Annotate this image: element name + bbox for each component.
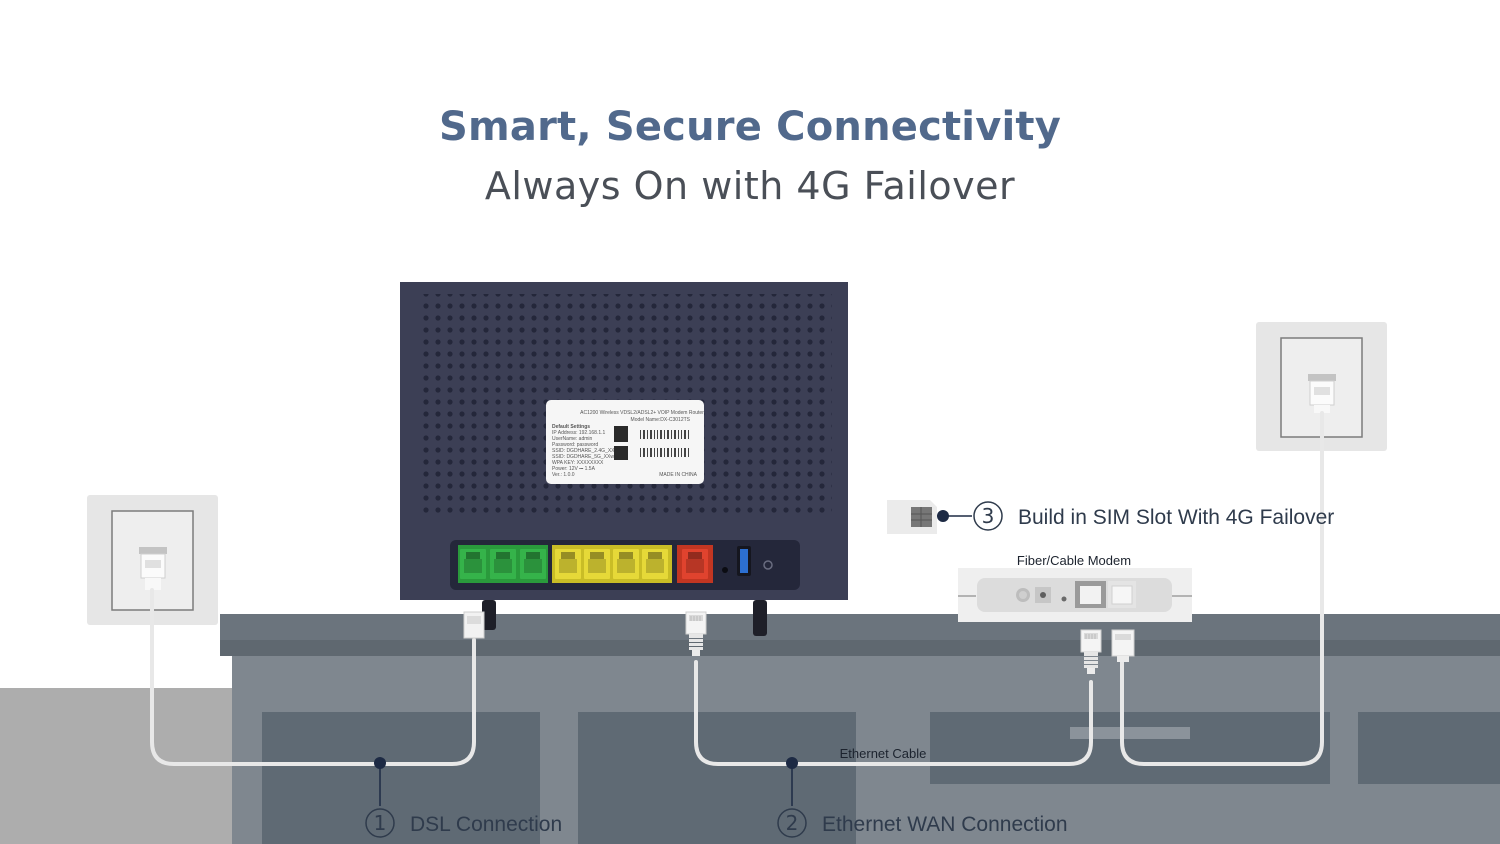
wall-outlet-right (1256, 322, 1387, 451)
modem-label: Fiber/Cable Modem (1017, 553, 1131, 568)
svg-text:WPA KEY: XXXXXXXX: WPA KEY: XXXXXXXX (552, 460, 604, 466)
sim-card-icon (887, 500, 937, 534)
svg-text:UserName: admin: UserName: admin (552, 436, 593, 442)
callout-1-marker (365, 757, 395, 838)
callout-1-number: 1 (374, 811, 387, 835)
modem-wall-plug (1111, 629, 1135, 662)
svg-text:Password: password: Password: password (552, 442, 598, 448)
svg-text:MADE IN CHINA: MADE IN CHINA (659, 472, 697, 478)
power-jack (763, 560, 773, 570)
svg-text:SSID: DGDHARE_2.4G_XXw: SSID: DGDHARE_2.4G_XXw (552, 448, 619, 454)
usb-port (737, 546, 751, 576)
callout-3-label: Build in SIM Slot With 4G Failover (1018, 506, 1334, 529)
modem-router: AC1200 Wireless VDSL2/ADSL2+ VOIP Modem … (400, 282, 848, 636)
ethernet-wan-cable (694, 660, 1093, 766)
ethernet-plug-modem (1080, 629, 1102, 675)
page-title: Smart, Secure Connectivity (439, 104, 1061, 150)
product-label: AC1200 Wireless VDSL2/ADSL2+ VOIP Modem … (546, 400, 704, 484)
callout-2-label: Ethernet WAN Connection (822, 813, 1068, 836)
callout-1-label: DSL Connection (410, 813, 562, 836)
svg-text:Power: 12V ⎓ 1.5A: Power: 12V ⎓ 1.5A (552, 466, 596, 472)
wan-port (677, 545, 713, 583)
fiber-cable-modem (958, 568, 1192, 622)
svg-text:Ver.: 1.0.0: Ver.: 1.0.0 (552, 472, 575, 478)
ethernet-plug-router (685, 611, 707, 657)
dsl-plug-router (463, 611, 485, 639)
phone-ports (458, 545, 548, 583)
svg-text:IP Address: 192.168.1.1: IP Address: 192.168.1.1 (552, 430, 606, 436)
ethernet-cable-label: Ethernet Cable (840, 746, 927, 761)
callout-2-number: 2 (786, 811, 799, 835)
lan-ports (552, 545, 672, 583)
svg-text:AC1200 Wireless VDSL2/ADSL2+ V: AC1200 Wireless VDSL2/ADSL2+ VOIP Modem … (580, 410, 704, 416)
callout-3-marker (937, 501, 1003, 531)
svg-text:Default Settings: Default Settings (552, 424, 590, 430)
callout-3-number: 3 (982, 504, 995, 528)
modem-wall-cable (1120, 411, 1324, 766)
cabinet (0, 614, 1500, 844)
callout-2-marker (777, 757, 807, 838)
dsl-cable (150, 588, 476, 766)
reset-button (722, 567, 728, 573)
svg-text:SSID: DGDHARE_5G_XXw: SSID: DGDHARE_5G_XXw (552, 454, 614, 460)
page-subtitle: Always On with 4G Failover (484, 164, 1016, 208)
svg-text:Model Name:DX-C3012TS: Model Name:DX-C3012TS (631, 417, 691, 423)
